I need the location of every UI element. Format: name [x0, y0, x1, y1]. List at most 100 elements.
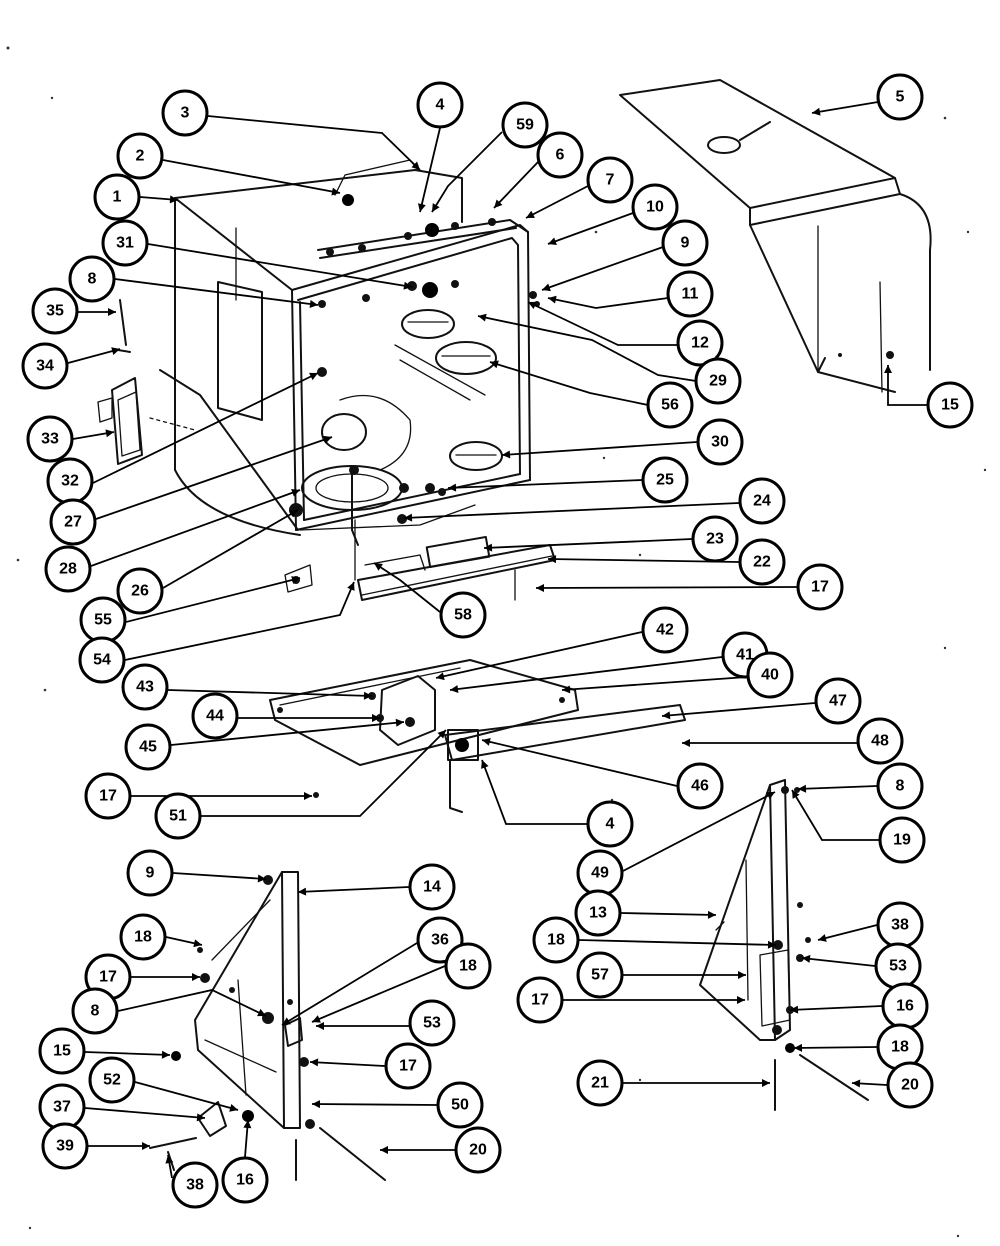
callout-1: 1	[93, 173, 141, 221]
callout-44: 44	[191, 692, 239, 740]
arrowhead	[494, 199, 503, 208]
callout-13: 13	[574, 889, 622, 937]
callout-circle	[738, 538, 786, 586]
callout-circle	[121, 663, 169, 711]
arrowhead	[257, 874, 266, 883]
leader-line-52	[134, 1081, 239, 1111]
leader-line-17	[309, 1061, 386, 1067]
arrowhead	[111, 347, 120, 355]
arrowhead	[662, 711, 671, 720]
arrowhead	[310, 1058, 319, 1067]
callout-number: 10	[646, 199, 664, 216]
arrowhead	[884, 365, 892, 373]
motor-bracket-drawing	[269, 659, 686, 813]
arrowhead	[548, 555, 557, 564]
callout-circle	[21, 342, 69, 390]
callout-53: 53	[408, 999, 456, 1047]
left-side-panel-drawing	[149, 871, 386, 1181]
callout-2: 2	[116, 132, 164, 180]
callout-20: 20	[886, 1061, 934, 1109]
callout-circle	[408, 999, 456, 1047]
callout-number: 8	[91, 1003, 100, 1020]
arrowhead	[312, 1015, 321, 1023]
callout-12: 12	[676, 319, 724, 367]
callout-circle	[436, 1081, 484, 1129]
callout-8: 8	[71, 987, 119, 1035]
callout-number: 20	[901, 1077, 919, 1094]
leader-line-8	[114, 278, 319, 306]
callout-7: 7	[586, 156, 634, 204]
arrowhead	[316, 1022, 324, 1030]
callout-45: 45	[124, 723, 172, 771]
arrowhead	[767, 940, 776, 949]
callout-number: 16	[236, 1172, 254, 1189]
leader-line-6	[493, 161, 539, 209]
callout-circle	[191, 692, 239, 740]
callout-number: 9	[146, 865, 155, 882]
callout-number: 49	[591, 865, 609, 882]
arrowhead	[196, 1113, 205, 1122]
arrowhead	[417, 203, 426, 212]
callout-circle	[876, 762, 924, 810]
leader-line-25	[447, 479, 643, 489]
callout-20: 20	[454, 1126, 502, 1174]
leader-line-53	[801, 957, 876, 967]
callout-number: 8	[896, 778, 905, 795]
callout-number: 53	[889, 958, 907, 975]
arrowhead	[536, 583, 545, 592]
callout-16: 16	[881, 982, 929, 1030]
callout-35: 35	[31, 287, 79, 335]
callout-circle	[221, 1156, 269, 1204]
leader-line-4	[419, 127, 441, 213]
callout-circle	[119, 913, 167, 961]
callout-8: 8	[876, 762, 924, 810]
callout-circle	[154, 792, 202, 840]
callout-11: 11	[666, 270, 714, 318]
callout-number: 18	[547, 932, 565, 949]
callout-59: 59	[501, 101, 549, 149]
leader-line-10	[547, 212, 634, 245]
leader-line-15	[887, 365, 927, 406]
arrowhead	[436, 672, 445, 681]
leader-line-51	[201, 729, 447, 817]
callout-number: 31	[116, 235, 134, 252]
callout-25: 25	[641, 456, 689, 504]
callout-circle	[408, 863, 456, 911]
callout-circle	[926, 381, 974, 429]
callout-42: 42	[641, 606, 689, 654]
callout-number: 38	[186, 1177, 204, 1194]
callout-number: 41	[736, 647, 754, 664]
callout-number: 11	[682, 286, 699, 303]
callout-number: 55	[94, 612, 112, 629]
callout-17: 17	[796, 563, 844, 611]
callout-54: 54	[78, 636, 126, 684]
callout-47: 47	[814, 677, 862, 725]
leader-line-40	[561, 676, 748, 691]
callout-46: 46	[676, 762, 724, 810]
callout-21: 21	[576, 1059, 624, 1107]
callout-4: 4	[416, 81, 464, 129]
arrowhead	[257, 1008, 266, 1017]
arrowhead	[562, 685, 571, 694]
callout-number: 26	[131, 583, 149, 600]
leader-line-30	[501, 441, 698, 456]
callout-6: 6	[536, 131, 584, 179]
right-side-panel-drawing	[699, 779, 869, 1111]
callout-number: 43	[136, 679, 154, 696]
arrowhead	[192, 973, 200, 981]
callout-circle	[384, 1042, 432, 1090]
callout-number: 1	[113, 189, 122, 206]
arrowhead	[243, 1120, 252, 1129]
callout-number: 16	[896, 998, 914, 1015]
callout-circle	[161, 89, 209, 137]
callout-number: 38	[891, 917, 909, 934]
leader-line-31	[147, 243, 413, 288]
callout-circle	[44, 545, 92, 593]
callout-38: 38	[171, 1161, 219, 1209]
arrowhead	[193, 939, 202, 948]
leader-line-8	[117, 989, 267, 1017]
callout-number: 46	[691, 778, 709, 795]
callout-number: 18	[459, 958, 477, 975]
callout-number: 28	[59, 561, 77, 578]
